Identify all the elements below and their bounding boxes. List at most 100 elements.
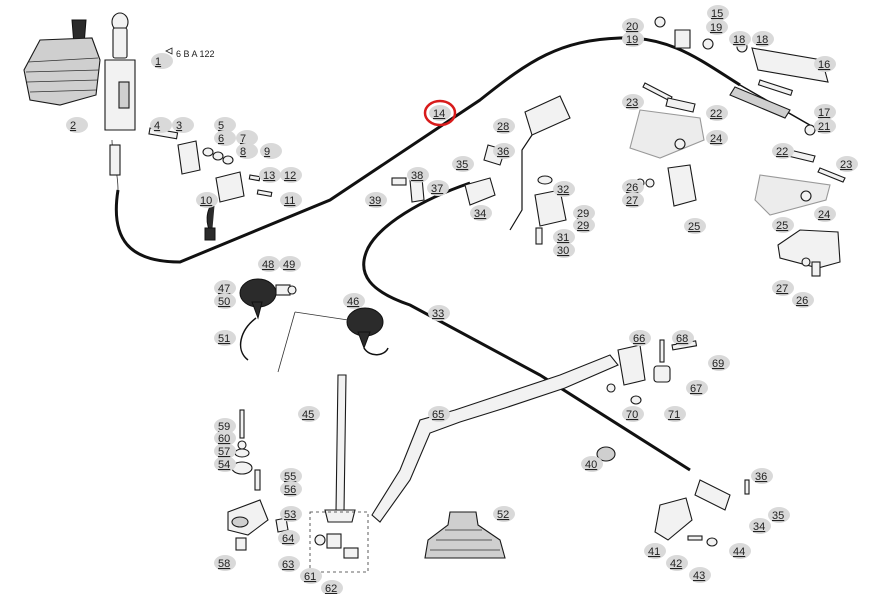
callout-45: 45 xyxy=(298,406,320,422)
callout-bubble xyxy=(214,456,236,472)
callout-24b: 24 xyxy=(814,206,836,222)
callout-71: 71 xyxy=(664,406,686,422)
callout-36a: 36 xyxy=(493,143,515,159)
callout-bubble xyxy=(214,430,236,446)
knob-left xyxy=(239,278,297,361)
callout-number: 43 xyxy=(693,570,705,582)
callout-number: 67 xyxy=(690,383,702,395)
callout-number: 53 xyxy=(284,509,296,521)
callout-42: 42 xyxy=(666,555,688,571)
callout-bubble xyxy=(706,105,728,121)
callout-bubble xyxy=(236,130,258,146)
callout-number: 33 xyxy=(432,308,444,320)
callout-3: 3 xyxy=(172,117,194,133)
callout-bubble xyxy=(622,94,644,110)
callout-55: 55 xyxy=(280,468,302,484)
top-right-linkage xyxy=(629,16,829,159)
callout-number: 27 xyxy=(776,283,788,295)
callout-14: 14 xyxy=(423,99,457,127)
callout-number: 31 xyxy=(557,232,569,244)
callout-number: 36 xyxy=(755,471,767,483)
callout-number: 60 xyxy=(218,433,230,445)
pedal-assembly xyxy=(464,95,571,245)
callout-8: 8 xyxy=(236,143,258,159)
callout-bubble xyxy=(622,192,644,208)
callout-number: 58 xyxy=(218,558,230,570)
callout-bubble xyxy=(66,117,88,133)
callout-number: 9 xyxy=(264,146,270,158)
callout-6: 6 xyxy=(214,130,236,146)
callout-bubble xyxy=(280,506,302,522)
callout-bubble xyxy=(729,543,751,559)
callout-51: 51 xyxy=(214,330,236,346)
callout-number: 39 xyxy=(369,195,381,207)
callout-18b: 18 xyxy=(752,31,774,47)
callout-bubble xyxy=(321,580,343,594)
callout-number: 64 xyxy=(282,533,294,545)
callout-bubble xyxy=(280,481,302,497)
callout-52: 52 xyxy=(493,506,515,522)
callout-number: 57 xyxy=(218,446,230,458)
callout-number: 56 xyxy=(284,484,296,496)
callout-33: 33 xyxy=(428,305,450,321)
callout-43: 43 xyxy=(689,567,711,583)
callout-number: 62 xyxy=(325,583,337,594)
callout-number: 48 xyxy=(262,259,274,271)
callout-number: 32 xyxy=(557,184,569,196)
callout-bubble xyxy=(772,280,794,296)
callout-50: 50 xyxy=(214,293,236,309)
callout-number: 54 xyxy=(218,459,230,471)
callout-bubble xyxy=(343,293,365,309)
callout-26b: 26 xyxy=(792,292,814,308)
callout-47: 47 xyxy=(214,280,236,296)
callout-number: 35 xyxy=(456,159,468,171)
highlight-ring xyxy=(423,99,457,127)
callout-bubble xyxy=(427,180,449,196)
callout-bubble xyxy=(280,192,302,208)
callout-31: 31 xyxy=(553,229,575,245)
cable-14 xyxy=(114,36,741,264)
callout-bubble xyxy=(214,330,236,346)
callout-number: 40 xyxy=(585,459,597,471)
callout-number: 19 xyxy=(710,22,722,34)
callout-number: 4 xyxy=(154,120,160,132)
callout-number: 34 xyxy=(753,521,765,533)
callout-bubble xyxy=(280,468,302,484)
callout-bubble xyxy=(729,31,751,47)
callout-number: 65 xyxy=(432,409,444,421)
callout-bubble xyxy=(836,156,858,172)
callout-bubble xyxy=(689,567,711,583)
callout-number: 49 xyxy=(283,259,295,271)
callout-number: 69 xyxy=(712,358,724,370)
callout-bubble xyxy=(428,305,450,321)
reference-arrow-icon xyxy=(165,47,173,55)
callout-number: 50 xyxy=(218,296,230,308)
callout-number: 68 xyxy=(676,333,688,345)
callout-number: 71 xyxy=(668,409,680,421)
callout-49: 49 xyxy=(279,256,301,272)
callout-number: 35 xyxy=(772,510,784,522)
callout-number: 34 xyxy=(474,208,486,220)
callout-7: 7 xyxy=(236,130,258,146)
callout-bubble xyxy=(260,143,282,159)
callout-9: 9 xyxy=(260,143,282,159)
callout-25a: 25 xyxy=(684,218,706,234)
callout-58: 58 xyxy=(214,555,236,571)
callout-bubble xyxy=(672,330,694,346)
reference-note: 6 B A 122 xyxy=(176,49,215,59)
callout-bubble xyxy=(684,218,706,234)
callout-46: 46 xyxy=(343,293,365,309)
bracket-53 xyxy=(227,409,289,551)
cable-33 xyxy=(362,181,691,472)
callout-bubble xyxy=(708,355,730,371)
callout-29b: 29 xyxy=(573,217,595,233)
callout-57: 57 xyxy=(214,443,236,459)
callout-27b: 27 xyxy=(772,280,794,296)
callout-number: 45 xyxy=(302,409,314,421)
callout-number: 42 xyxy=(670,558,682,570)
callout-39: 39 xyxy=(365,192,387,208)
callout-53: 53 xyxy=(280,506,302,522)
callout-bubble xyxy=(236,143,258,159)
